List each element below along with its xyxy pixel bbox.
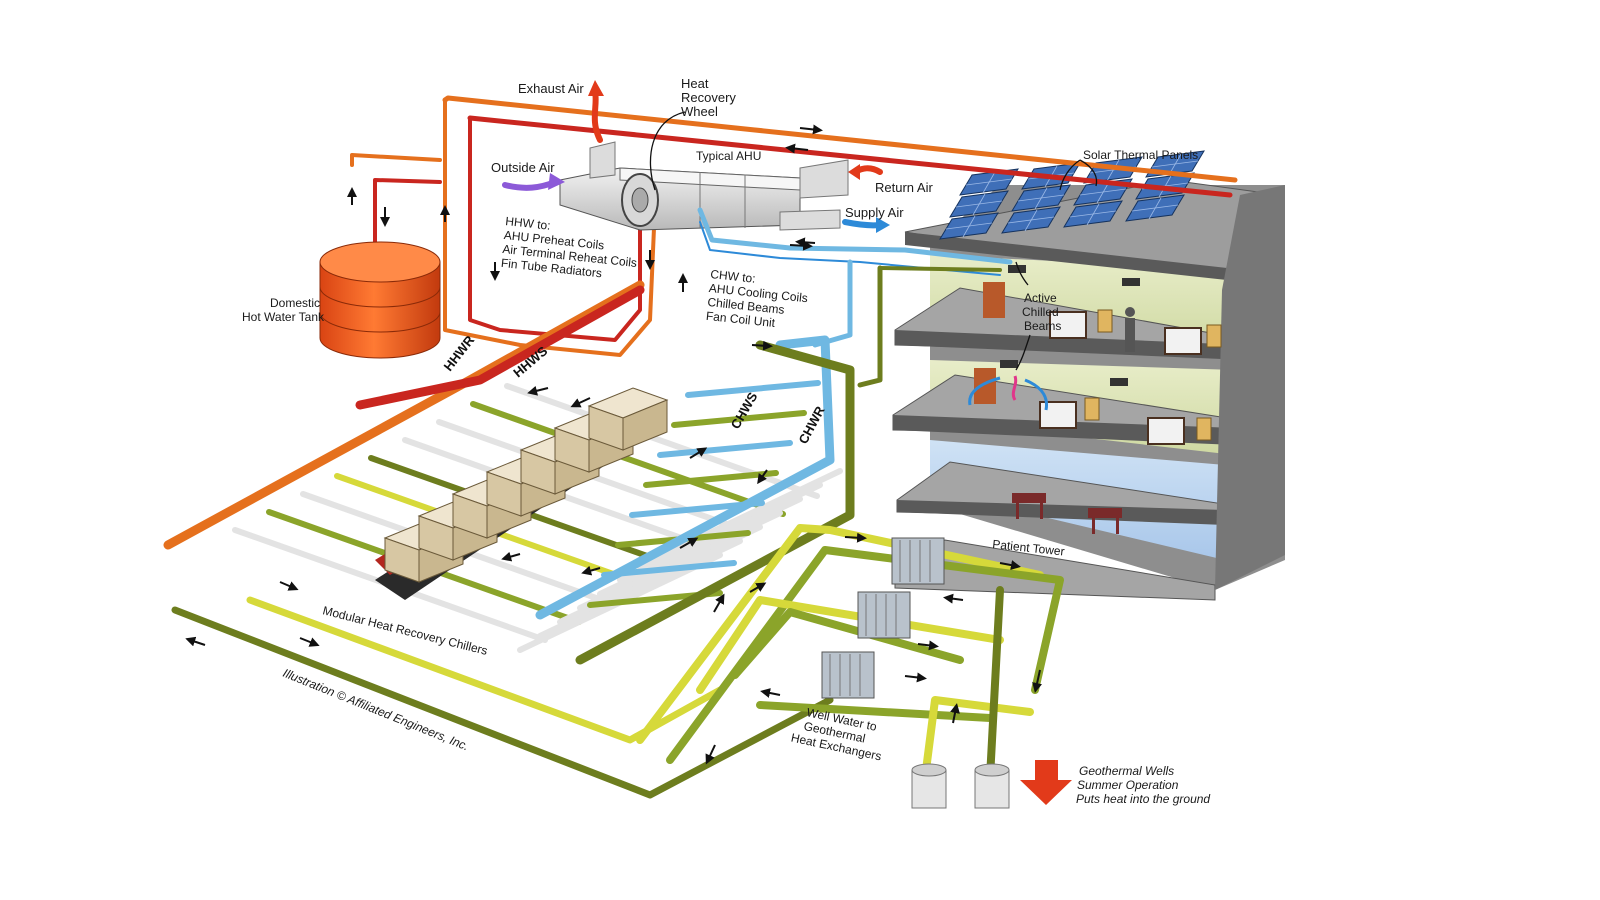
patient-tower (892, 179, 1285, 601)
flow-arrow (751, 340, 773, 351)
flow-arrow (785, 143, 809, 154)
label-typical-ahu: Typical AHU (696, 149, 761, 163)
flow-arrow (689, 447, 708, 459)
label-heat-recovery-wheel-3: Wheel (681, 104, 718, 119)
branch-pipe (671, 410, 807, 428)
label-chws: CHWS (728, 389, 761, 431)
flow-arrow (713, 593, 725, 613)
flow-arrow (185, 636, 206, 647)
heat-exchanger-2 (857, 591, 911, 639)
label-domestic-2: Hot Water Tank (242, 310, 325, 324)
flow-arrow (749, 582, 767, 593)
flow-arrow (581, 565, 601, 576)
flow-arrow (999, 560, 1021, 570)
label-domestic-1: Domestic (270, 296, 320, 310)
hhws-pipe (355, 285, 645, 410)
label-outside-air: Outside Air (491, 160, 555, 175)
supply-air-arrow (842, 219, 883, 229)
label-active-chilled-beams-1: Active (1024, 291, 1057, 305)
geothermal-heat-arrow (1020, 760, 1072, 805)
flow-arrow (1032, 669, 1042, 693)
label-geothermal-wells-1: Geothermal Wells (1079, 764, 1174, 778)
dining-tables (1012, 493, 1122, 534)
air-flow-arrows (502, 80, 890, 233)
branch-pipe (617, 482, 823, 583)
branch-pipe (597, 496, 803, 597)
label-solar-thermal-panels: Solar Thermal Panels (1083, 148, 1198, 162)
label-geothermal-wells-2: Summer Operation (1077, 778, 1179, 792)
flow-arrow (799, 124, 823, 135)
label-heat-recovery-wheel-2: Recovery (681, 90, 736, 105)
geothermal-wells (911, 763, 1010, 809)
tower-column (1215, 185, 1285, 590)
branch-pipe (577, 510, 783, 611)
modular-heat-recovery-chillers (375, 387, 669, 600)
flow-arrow (760, 688, 781, 698)
flow-arrow (679, 537, 699, 549)
branch-pipe (637, 468, 843, 569)
chwr-pipe (575, 340, 855, 665)
chws-pipe (535, 335, 835, 620)
typical-ahu (559, 141, 849, 231)
patient-beds (1039, 311, 1202, 445)
flow-arrow (279, 581, 299, 591)
flow-arrow (299, 637, 320, 647)
flow-arrow (705, 744, 716, 765)
leader-lines (649, 111, 1098, 371)
flow-arrow (789, 240, 813, 251)
domestic-hot-water-tank (319, 241, 441, 359)
label-hhwr: HHWR (441, 332, 478, 374)
label-active-chilled-beams-3: Beams (1024, 319, 1061, 333)
flow-arrow (570, 397, 591, 408)
main-headers (163, 280, 855, 799)
chiller-module (587, 387, 669, 451)
heat-exchanger-3 (821, 651, 875, 699)
flow-arrow (527, 385, 549, 396)
heat-recovery-wheel (621, 173, 659, 227)
label-return-air: Return Air (875, 180, 933, 195)
label-geothermal-wells-3: Puts heat into the ground (1076, 792, 1210, 806)
geothermal-heat-exchangers (821, 537, 945, 699)
label-chw-to-1: CHW to: (710, 267, 757, 286)
label-active-chilled-beams-2: Chilled (1022, 305, 1059, 319)
branch-pipe (537, 538, 743, 639)
label-chwr: CHWR (795, 403, 828, 446)
chwr-loop-pipe (171, 606, 834, 799)
branch-pipe (685, 380, 821, 398)
person-figure (1125, 307, 1135, 352)
flow-arrow (844, 532, 867, 543)
branch-pipe (657, 440, 793, 458)
flow-arrow (795, 237, 816, 248)
heat-exchanger-1 (891, 537, 945, 585)
label-heat-recovery-wheel-1: Heat (681, 76, 709, 91)
flow-arrow (917, 640, 939, 651)
flow-direction-arrows (185, 124, 1042, 765)
label-credit: Illustration © Affiliated Engineers, Inc… (281, 666, 471, 754)
branch-pipe (470, 401, 786, 517)
outside-air-arrow (502, 179, 558, 191)
label-hhw-to-1: HHW to: (505, 214, 552, 233)
flow-arrow (950, 703, 960, 724)
chw-riser-pipes (697, 207, 1013, 388)
flow-arrow (943, 593, 964, 604)
flow-arrow (904, 672, 927, 683)
label-supply-air: Supply Air (845, 205, 904, 220)
branch-pipe (643, 470, 779, 488)
label-exhaust-air: Exhaust Air (518, 81, 584, 96)
flow-arrow (757, 469, 768, 485)
flow-arrow (501, 551, 521, 562)
